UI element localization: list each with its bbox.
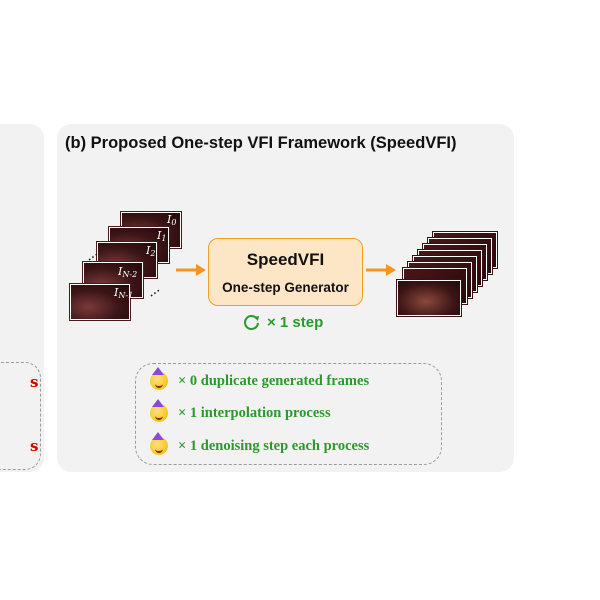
output-frame [397,280,461,316]
notes-box [135,363,442,465]
note-item: × 0 duplicate generated frames [150,372,369,390]
frame-label: IN-1 [114,286,134,300]
frame-label: I2 [146,244,156,258]
arrow-right-icon [366,264,396,276]
frame-label: I0 [167,213,177,227]
generator-title: SpeedVFI [246,250,325,269]
step-count: × 1 step [243,313,323,331]
input-frame [70,284,130,320]
note-item: × 1 interpolation process [150,404,331,422]
frame-label: IN-2 [118,265,138,279]
previous-panel [0,124,44,472]
previous-panel-red-text-2: s [30,437,39,455]
step-label: × 1 step [267,313,324,331]
note-item: × 1 denoising step each process [150,437,369,455]
partying-face-icon [150,437,168,455]
partying-face-icon [150,372,168,390]
refresh-icon [244,315,259,330]
generator-subtitle: One-step Generator [222,280,349,295]
previous-panel-notes-box [0,362,41,470]
partying-face-icon [150,404,168,422]
arrow-right-icon [176,264,206,276]
speedvfi-generator-box: SpeedVFI One-step Generator [208,238,363,306]
frame-label: I1 [157,229,167,243]
previous-panel-red-text-1: s [30,373,39,391]
panel-title: (b) Proposed One-step VFI Framework (Spe… [65,134,457,152]
